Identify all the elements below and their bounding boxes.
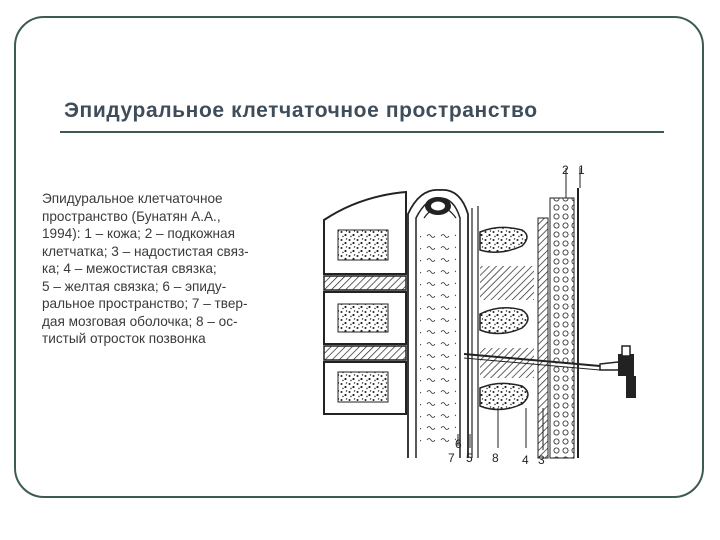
label-2: 2: [562, 163, 569, 177]
slide-title: Эпидуральное клетчаточное пространство: [64, 99, 538, 122]
caption-line: дая мозговая оболочка; 8 – ос-: [42, 313, 238, 329]
caption-line: клетчатка; 3 – надостистая связ-: [42, 243, 249, 259]
slide-frame: [14, 16, 704, 498]
supraspinous-ligament: [537, 217, 549, 459]
label-6: 6: [455, 437, 462, 451]
caption-line: 5 – желтая связка; 6 – эпиду-: [42, 278, 227, 294]
label-8: 8: [492, 451, 499, 465]
figure-caption: Эпидуральное клетчаточное пространство (…: [42, 190, 282, 348]
spinous-process-middle: [479, 307, 529, 335]
spinous-process-bottom: [479, 382, 529, 411]
label-7: 7: [448, 451, 455, 465]
epidural-needle: [463, 345, 636, 398]
label-5: 5: [466, 451, 473, 465]
caption-line: ка; 4 – межостистая связка;: [42, 261, 217, 276]
caption-line: ральное пространство; 7 – твер-: [42, 296, 248, 311]
label-leaders: [457, 408, 544, 450]
vertebral-bodies: [323, 190, 407, 415]
spinous-processes: [479, 226, 534, 411]
title-divider: [60, 131, 664, 133]
caption-line: Эпидуральное клетчаточное: [42, 191, 223, 206]
spinal-canal: [407, 189, 479, 458]
interspinous-ligament: [480, 266, 534, 300]
intervertebral-disc: [323, 275, 407, 291]
subcutaneous-tissue: [549, 197, 575, 459]
caption-line: пространство (Бунатян А.А.,: [42, 208, 221, 224]
caption-line: тистый отросток позвонка: [42, 331, 206, 346]
back-layers: [537, 168, 581, 459]
label-4: 4: [522, 453, 529, 467]
spine-illustration: 2 1 6 7 5 8 4 3: [300, 158, 660, 470]
label-3: 3: [538, 453, 545, 467]
spinous-process-top: [479, 226, 528, 253]
intervertebral-disc: [323, 345, 407, 361]
label-1: 1: [578, 163, 585, 177]
caption-line: 1994): 1 – кожа; 2 – подкожная: [42, 226, 235, 241]
